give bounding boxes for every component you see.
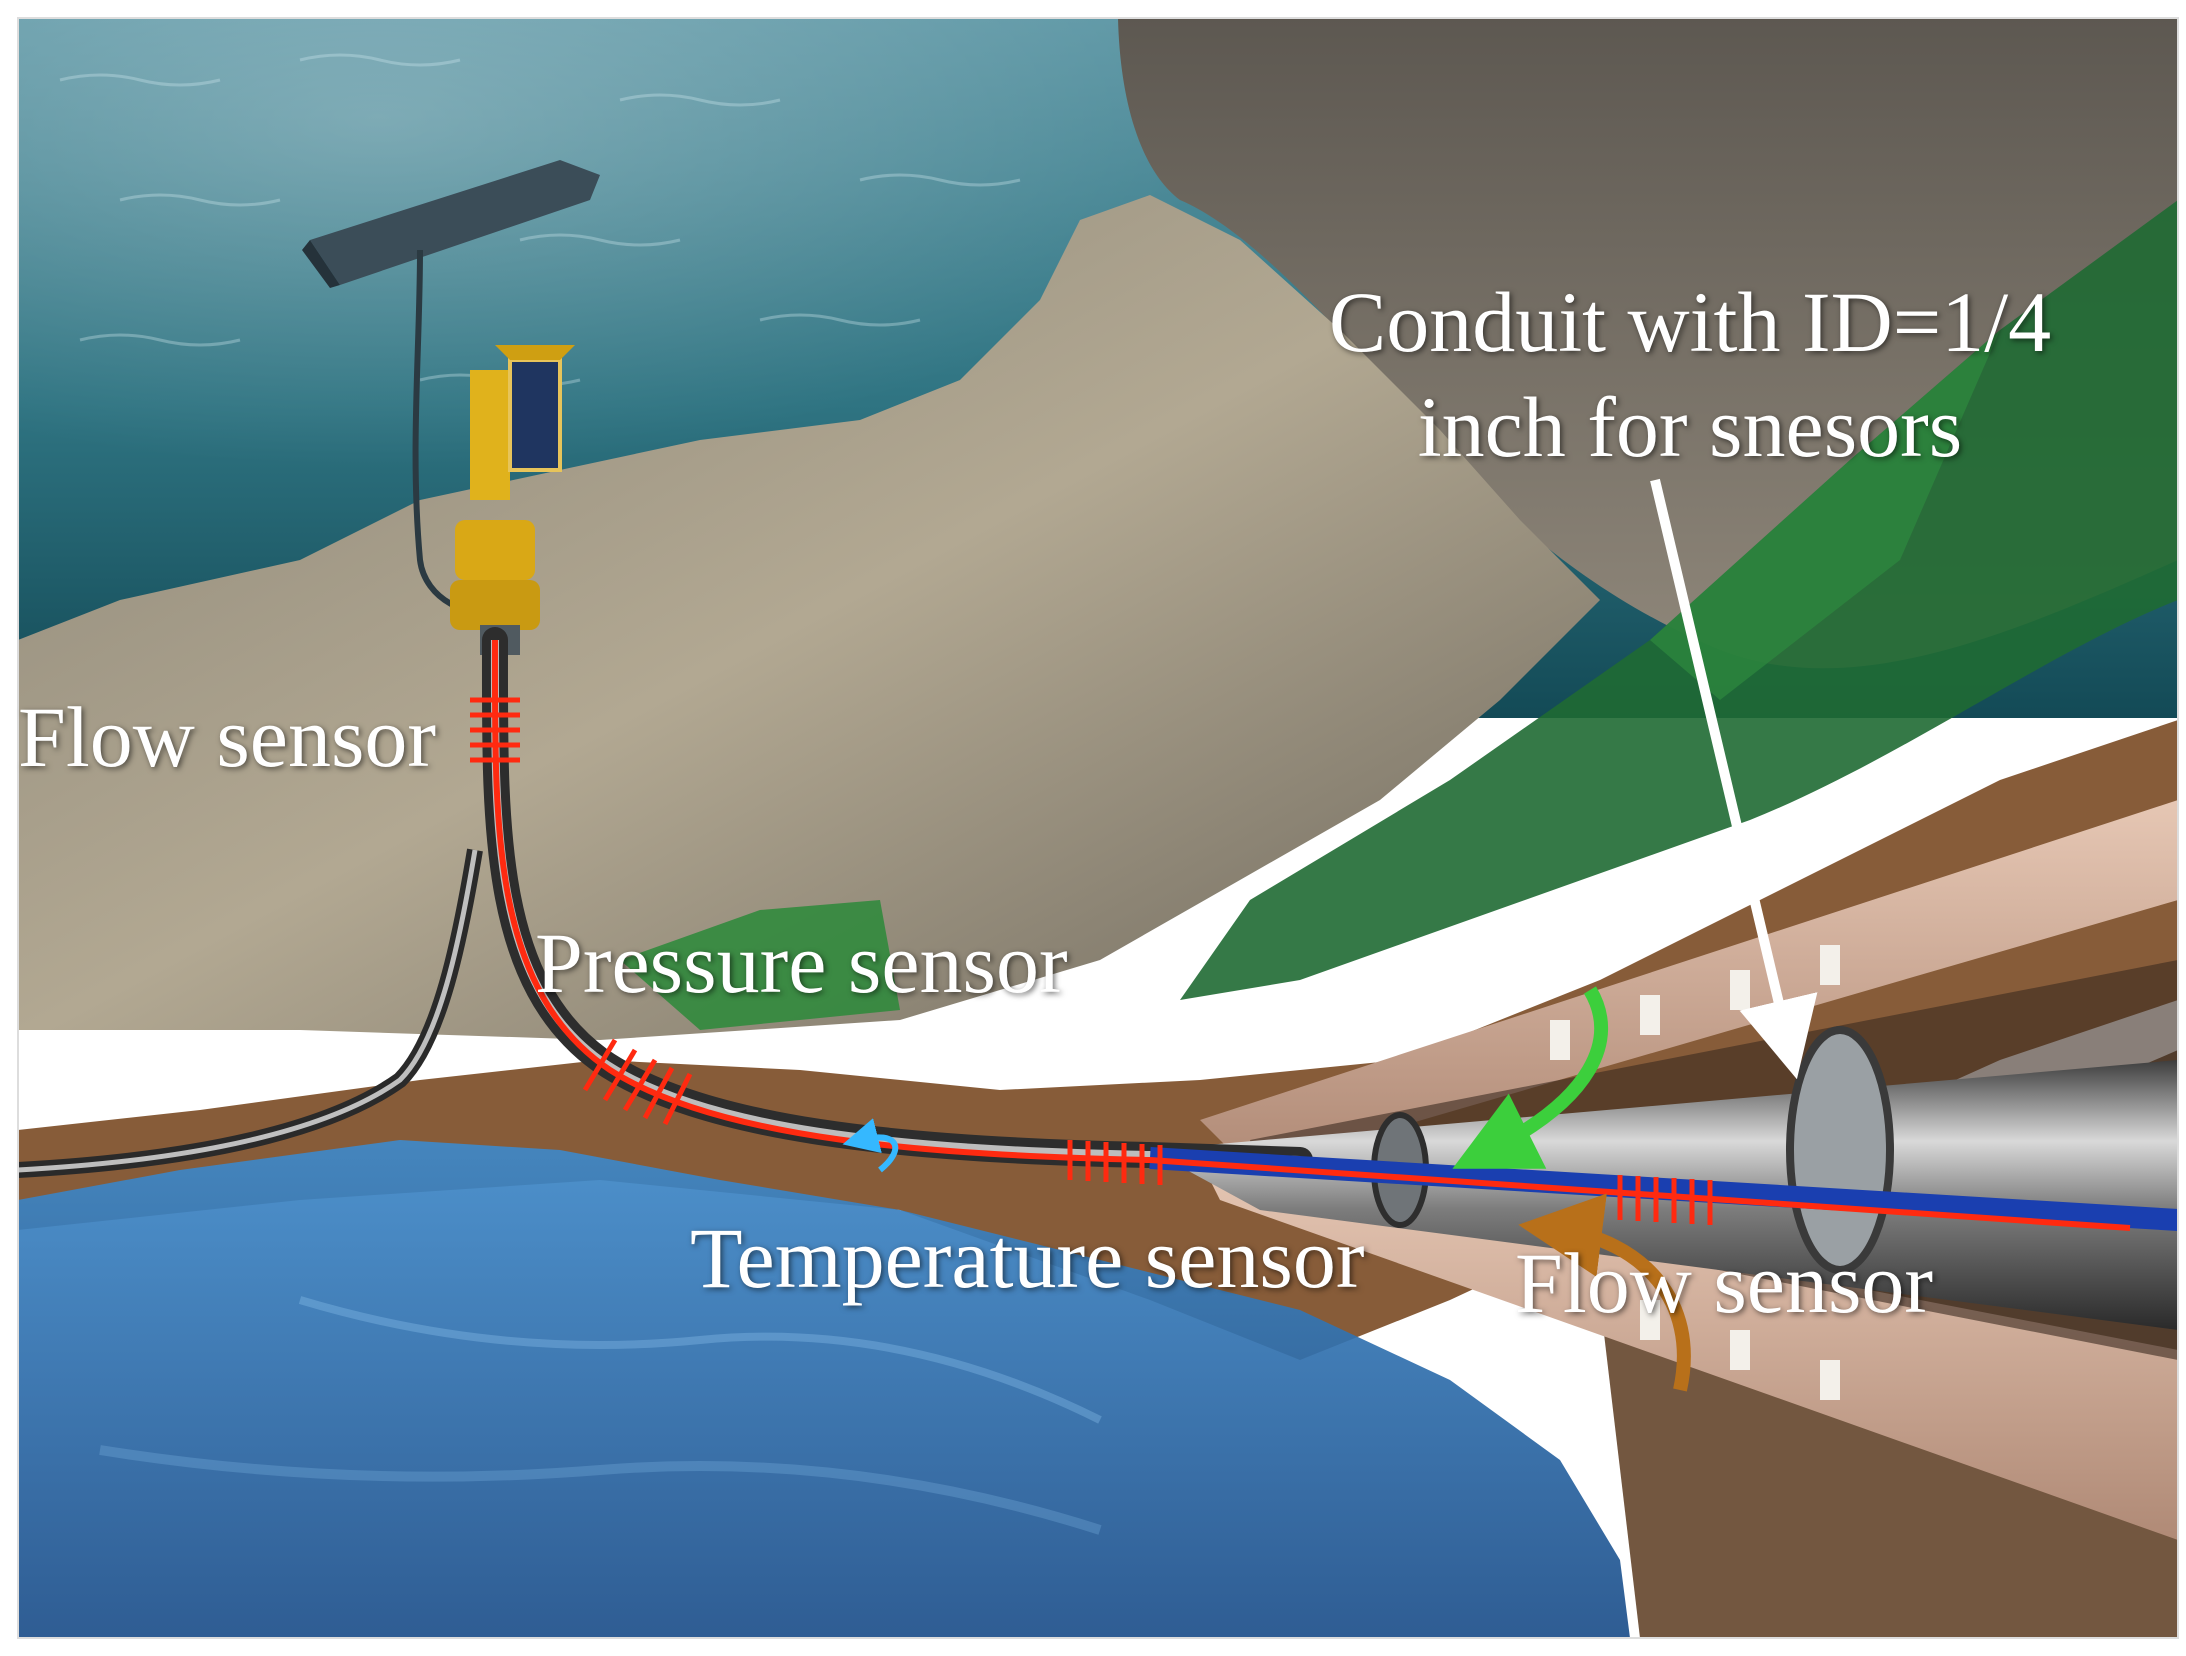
flow-arrow-brown (1518, 1193, 1691, 1392)
arrow-icon (1650, 478, 1818, 1080)
temperature-sensor-marks (1067, 1140, 1163, 1185)
temperature-sensor-label: Temperature sensor (690, 1210, 1365, 1306)
flow-sensor-marks-downhole (1617, 1175, 1713, 1225)
water-reservoir (18, 1140, 1630, 1638)
conduit-callout-line-2: inch for snesors (1417, 378, 1963, 475)
temperature-arrow-cyan (842, 1118, 899, 1173)
fiber-optic-line (491, 639, 2131, 1231)
rock-formation (18, 195, 1600, 1040)
sensor-conduit (1149, 1147, 2179, 1231)
flow-arrow-green (1452, 986, 1609, 1169)
conduit-callout-line-1: Conduit with ID=1/4 (1328, 274, 2052, 370)
flow-sensor-wellhead-label: Flow sensor (18, 689, 437, 785)
pressure-sensor-marks (582, 1038, 693, 1126)
flow-sensor-marks-wellhead (470, 697, 520, 763)
pressure-sensor-label: Pressure sensor (535, 915, 1068, 1011)
flow-sensor-downhole-label: Flow sensor (1515, 1235, 1934, 1331)
conduit-callout-label: Conduit with ID=1/4 inch for snesors (1300, 270, 2080, 480)
